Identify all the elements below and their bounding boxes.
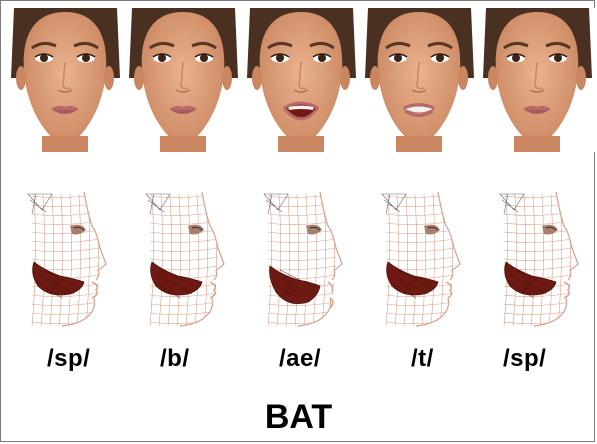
profile-sp-2 [494, 190, 594, 330]
word-label: BAT [0, 398, 597, 437]
face-b [126, 8, 241, 152]
phoneme-label-2: /b/ [160, 345, 260, 373]
frontal-faces-row [8, 8, 593, 152]
phoneme-label-4: /t/ [411, 345, 511, 373]
phoneme-label-5: /sp/ [503, 345, 597, 373]
face-ae [244, 8, 359, 152]
profile-b [140, 190, 240, 330]
profile-mesh-row [22, 190, 582, 330]
phoneme-label-1: /sp/ [47, 345, 147, 373]
face-sp-2 [480, 8, 595, 152]
phoneme-label-3: /ae/ [279, 345, 379, 373]
profile-sp-1 [22, 190, 122, 330]
profile-ae [258, 190, 358, 330]
face-sp-1 [8, 8, 123, 152]
face-t [362, 8, 477, 152]
profile-t [376, 190, 476, 330]
